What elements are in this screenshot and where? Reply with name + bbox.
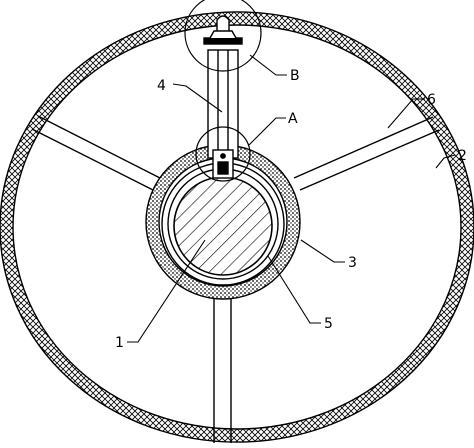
rod-slider-core xyxy=(217,161,229,175)
label-4: 4 xyxy=(157,78,166,94)
outer-shell-ring xyxy=(0,11,474,443)
rod-assembly xyxy=(207,49,239,179)
rod-housing xyxy=(207,49,239,159)
leader-b xyxy=(249,54,287,76)
detail-circle-b xyxy=(184,0,262,72)
leader-lines xyxy=(127,54,456,343)
top-mount xyxy=(203,15,243,45)
detail-circle-a xyxy=(195,126,251,182)
leader-a xyxy=(248,117,286,146)
leader-6 xyxy=(387,98,425,129)
leader-3 xyxy=(300,239,345,263)
spoke-left xyxy=(31,115,161,191)
insulation-ring xyxy=(145,144,301,300)
label-6: 6 xyxy=(427,92,436,108)
label-a: A xyxy=(288,111,298,127)
spoke-bottom xyxy=(213,298,232,443)
leader-2 xyxy=(435,154,456,169)
spokes xyxy=(31,115,440,443)
leader-4 xyxy=(172,83,223,113)
spoke-right xyxy=(293,116,440,191)
label-b: B xyxy=(290,68,300,84)
label-2: 2 xyxy=(458,148,467,164)
label-3: 3 xyxy=(348,255,357,271)
leader-1 xyxy=(127,239,206,343)
label-5: 5 xyxy=(324,316,333,332)
hatched-core xyxy=(173,176,273,276)
leader-5 xyxy=(267,255,321,324)
label-1: 1 xyxy=(115,335,124,351)
